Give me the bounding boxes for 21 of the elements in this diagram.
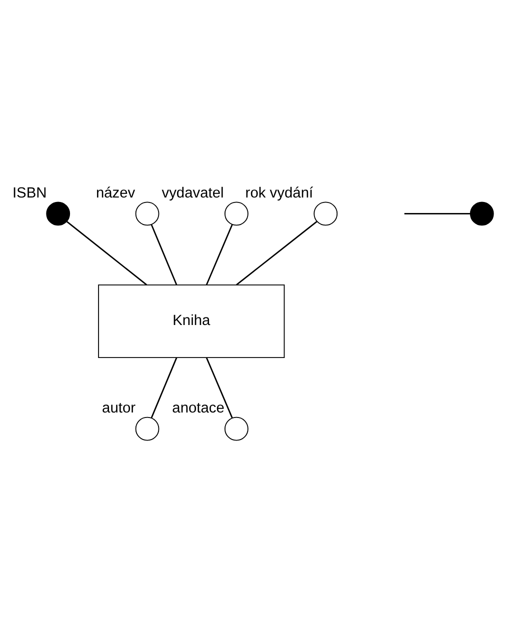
- node-box: Kniha: [98, 284, 285, 358]
- node-label: anotace: [172, 400, 224, 416]
- node-label: vydavatel: [162, 184, 224, 201]
- connector: [150, 356, 178, 418]
- node-circle: [46, 201, 70, 226]
- node-label: autor: [102, 400, 136, 416]
- connector: [206, 224, 233, 285]
- node-label: název: [96, 184, 136, 201]
- node-label: rok vydání: [245, 184, 314, 201]
- connector: [236, 220, 318, 285]
- node-circle: [135, 201, 160, 226]
- node-label: ISBN: [12, 184, 47, 201]
- connector: [206, 356, 233, 418]
- node-circle: [470, 201, 494, 226]
- node-circle: [314, 201, 338, 226]
- connector: [150, 224, 178, 285]
- connector: [404, 212, 470, 214]
- node-circle: [135, 416, 160, 440]
- node-circle: [224, 201, 248, 226]
- node-circle: [224, 416, 248, 440]
- connector: [66, 220, 148, 285]
